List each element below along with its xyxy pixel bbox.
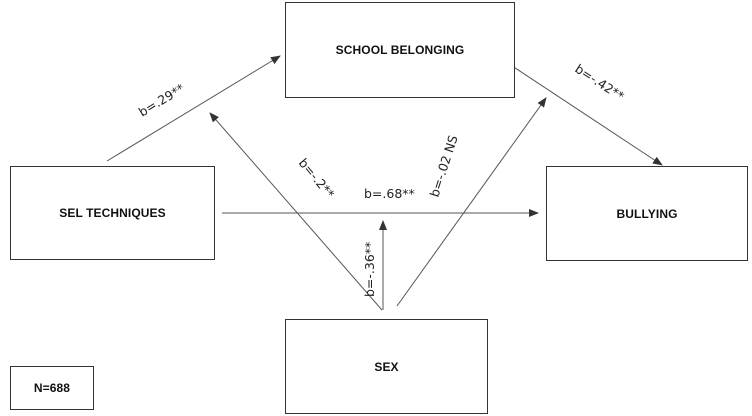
label-sel-to-bullying: b=.68** bbox=[364, 186, 415, 201]
node-school-belonging-label: SCHOOL BELONGING bbox=[335, 43, 465, 57]
arrow-belonging-to-bullying bbox=[499, 57, 663, 166]
node-sel-techniques-label: SEL TECHNIQUES bbox=[59, 206, 166, 220]
label-sex-to-belonging-path: b=-.02 NS bbox=[427, 133, 461, 199]
node-sel-techniques: SEL TECHNIQUES bbox=[10, 166, 215, 260]
node-bullying-label: BULLYING bbox=[616, 206, 678, 221]
arrow-sex-to-sel-path bbox=[209, 112, 383, 311]
sample-size-label: N=688 bbox=[33, 381, 71, 395]
node-sex-label: SEX bbox=[374, 359, 399, 374]
arrow-sel-to-belonging bbox=[106, 55, 281, 162]
label-sex-to-sel-path: b=-.2** bbox=[296, 155, 338, 201]
arrow-sex-to-belonging-path bbox=[396, 97, 547, 307]
label-sex-to-direct-path: b=-.36** bbox=[362, 242, 377, 297]
node-sex: SEX bbox=[285, 319, 488, 414]
sample-size-box: N=688 bbox=[10, 366, 94, 410]
node-bullying: BULLYING bbox=[546, 166, 748, 261]
label-sel-to-belonging: b=.29** bbox=[136, 81, 187, 120]
label-belonging-to-bullying: b=-.42** bbox=[572, 61, 627, 104]
node-school-belonging: SCHOOL BELONGING bbox=[285, 2, 515, 98]
